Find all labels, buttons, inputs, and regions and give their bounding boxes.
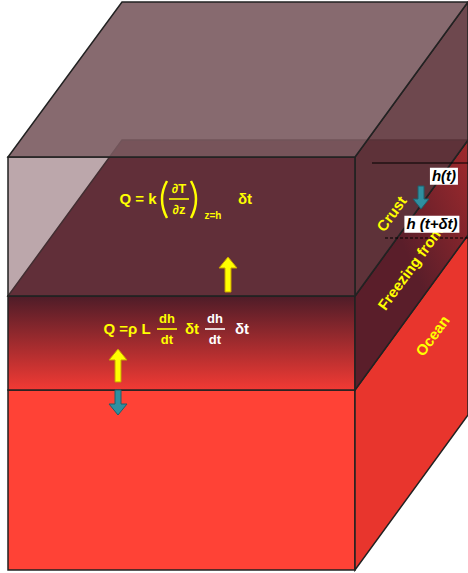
crust-front [8, 157, 355, 296]
thickness-label: h(t) [430, 168, 458, 185]
thickness-label: h (t+δt) [404, 216, 459, 233]
formula-term: ∂z [173, 203, 186, 217]
layer-name: Ocean [413, 313, 453, 360]
formula-term: ∂T [172, 182, 186, 196]
parenthesis [191, 181, 196, 218]
formula-term: dh [159, 312, 175, 326]
freezing-front-face [8, 296, 355, 390]
fraction-bar [157, 328, 177, 330]
formula-term: δt [238, 191, 252, 208]
formula-term: δt [235, 321, 249, 338]
fraction-bar [205, 328, 225, 330]
formula-term: dt [209, 333, 221, 347]
formula-subscript: z=h [205, 210, 222, 221]
descent-arrow [413, 186, 429, 209]
formula-term: Q =ρ L [103, 321, 150, 338]
formula-term: Q = k [119, 191, 156, 208]
layer-name: Freezing front [375, 223, 447, 314]
level-line [372, 163, 468, 164]
ocean-front [8, 390, 355, 570]
formula-term: dh [207, 312, 223, 326]
growth-arrow [109, 390, 127, 415]
formula-term: dt [161, 333, 173, 347]
formula-term: δt [185, 321, 199, 338]
fraction-bar [169, 198, 189, 200]
parenthesis [162, 181, 167, 218]
latent-heat-arrow [109, 349, 127, 382]
crust-top [8, 2, 468, 157]
heat-flux-arrow [219, 257, 237, 292]
